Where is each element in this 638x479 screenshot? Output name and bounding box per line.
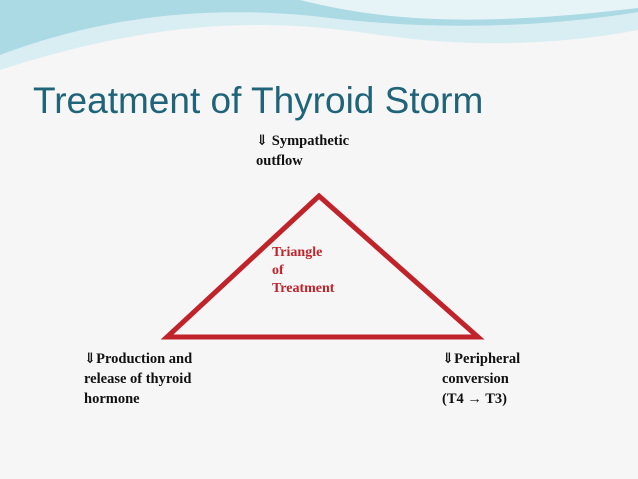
triangle-shape (160, 192, 485, 340)
label-triangle-of-treatment: Triangle of Treatment (272, 245, 335, 296)
label-production-release: ⇓Production and release of thyroid hormo… (84, 351, 193, 407)
slide-title: Treatment of Thyroid Storm (33, 80, 484, 121)
label-peripheral-conversion: ⇓Peripheral conversion (T4 → T3) (442, 351, 521, 407)
label-sympathetic-outflow: ⇓ Sympathetic outflow (256, 133, 350, 169)
header-wave-decoration (0, 0, 638, 70)
